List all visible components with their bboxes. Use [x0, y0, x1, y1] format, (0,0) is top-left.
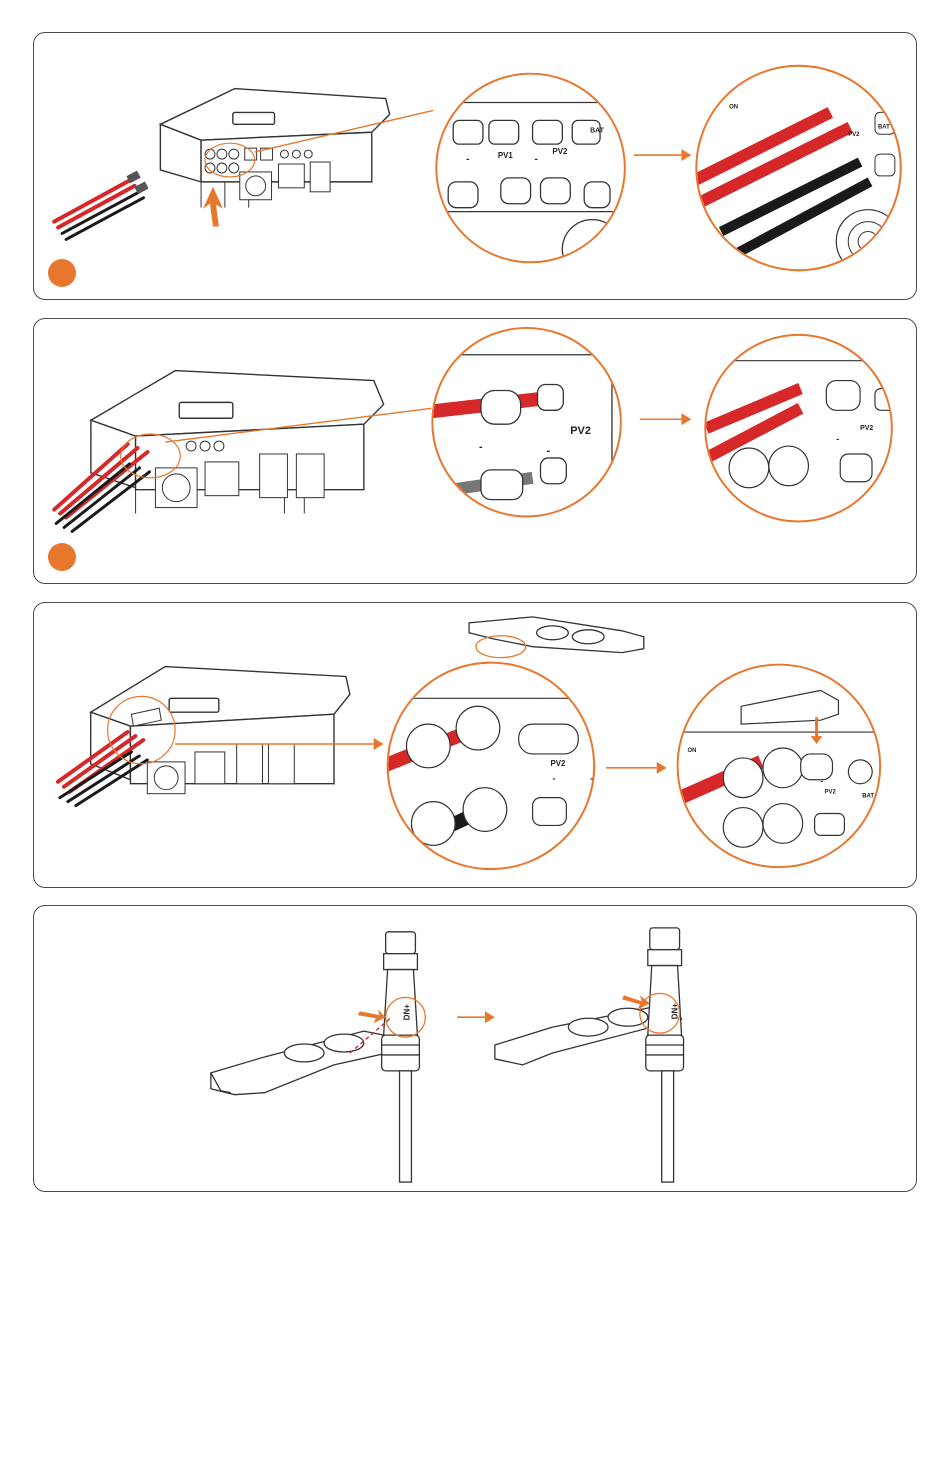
- connector-mark-left: DN+: [402, 1004, 411, 1020]
- push-arrow-icon: [622, 995, 650, 1009]
- step-panel-2: PV2 - - PV2 -: [33, 318, 917, 584]
- step-1-illustration: PV1 PV2 BAT - - ON PV2 B: [34, 33, 916, 299]
- detail-label-minus: -: [836, 434, 839, 444]
- zoom-label-minus-1: -: [466, 154, 469, 165]
- zoom-label-pv2: PV2: [552, 147, 568, 156]
- pv-connector-left: [382, 932, 420, 1182]
- zoom-label-minus-2: -: [535, 154, 538, 165]
- step-panel-3: PV2 - - ON PV2 BAT -: [33, 602, 917, 888]
- pv-connector-right: [646, 928, 684, 1182]
- zoom-circle-connected: ON PV2 BAT: [691, 66, 900, 273]
- zoom-circle-locked: PV2 -: [705, 335, 900, 522]
- zoom-label-pv2: PV2: [550, 759, 566, 768]
- zoom-circle-tool-lock: ON PV2 BAT -: [672, 665, 890, 868]
- detail-label-pv2: PV2: [848, 132, 860, 138]
- detail-label-on: ON: [688, 748, 697, 754]
- zoom-circle-ports: PV1 PV2 BAT - -: [433, 74, 632, 279]
- step-marker-dot: [48, 259, 76, 287]
- step-arrow-head-icon: [681, 149, 691, 161]
- step-3-illustration: PV2 - - ON PV2 BAT -: [34, 603, 916, 887]
- detail-label-bat: BAT: [878, 124, 890, 130]
- detail-label-minus: -: [821, 777, 824, 786]
- leader-arrow-head-icon: [374, 738, 384, 750]
- zoom-label-minus-2: -: [590, 774, 593, 784]
- unlock-wrench-tool: [469, 617, 644, 653]
- zoom-label-pv2: PV2: [570, 425, 591, 437]
- detail-label-pv2: PV2: [825, 790, 837, 796]
- zoom-circle-tool-insert: PV2 - -: [384, 663, 602, 870]
- unlock-wrench-tool-left: [211, 1031, 394, 1095]
- step-arrow-head-icon: [681, 413, 691, 425]
- insert-arrow-icon: [203, 187, 223, 227]
- zoom-label-pv1: PV1: [498, 151, 514, 160]
- inverter-unit: [160, 89, 389, 208]
- zoom-circle-lock: PV2 - -: [423, 328, 631, 527]
- detail-label-bat: BAT: [862, 794, 874, 800]
- step-arrow-head-icon: [485, 1011, 495, 1023]
- zoom-label-bat: BAT: [590, 127, 605, 134]
- detail-label-pv2: PV2: [860, 425, 873, 432]
- inverter-unit: [91, 371, 384, 514]
- push-arrow-icon: [358, 1009, 386, 1023]
- step-panel-4: DN+ DN+: [33, 905, 917, 1192]
- zoom-label-minus-1: -: [552, 774, 555, 784]
- detail-label-on: ON: [729, 104, 738, 110]
- inverter-unit: [91, 667, 350, 794]
- step-arrow-head-icon: [657, 762, 667, 774]
- step-4-illustration: DN+ DN+: [34, 906, 916, 1191]
- zoom-label-minus-1: -: [479, 441, 483, 453]
- step-panel-1: PV1 PV2 BAT - - ON PV2 B: [33, 32, 917, 300]
- zoom-label-minus-2: -: [546, 445, 550, 457]
- step-2-illustration: PV2 - - PV2 -: [34, 319, 916, 583]
- step-marker-dot: [48, 543, 76, 571]
- pv-cables-loose: [54, 171, 148, 240]
